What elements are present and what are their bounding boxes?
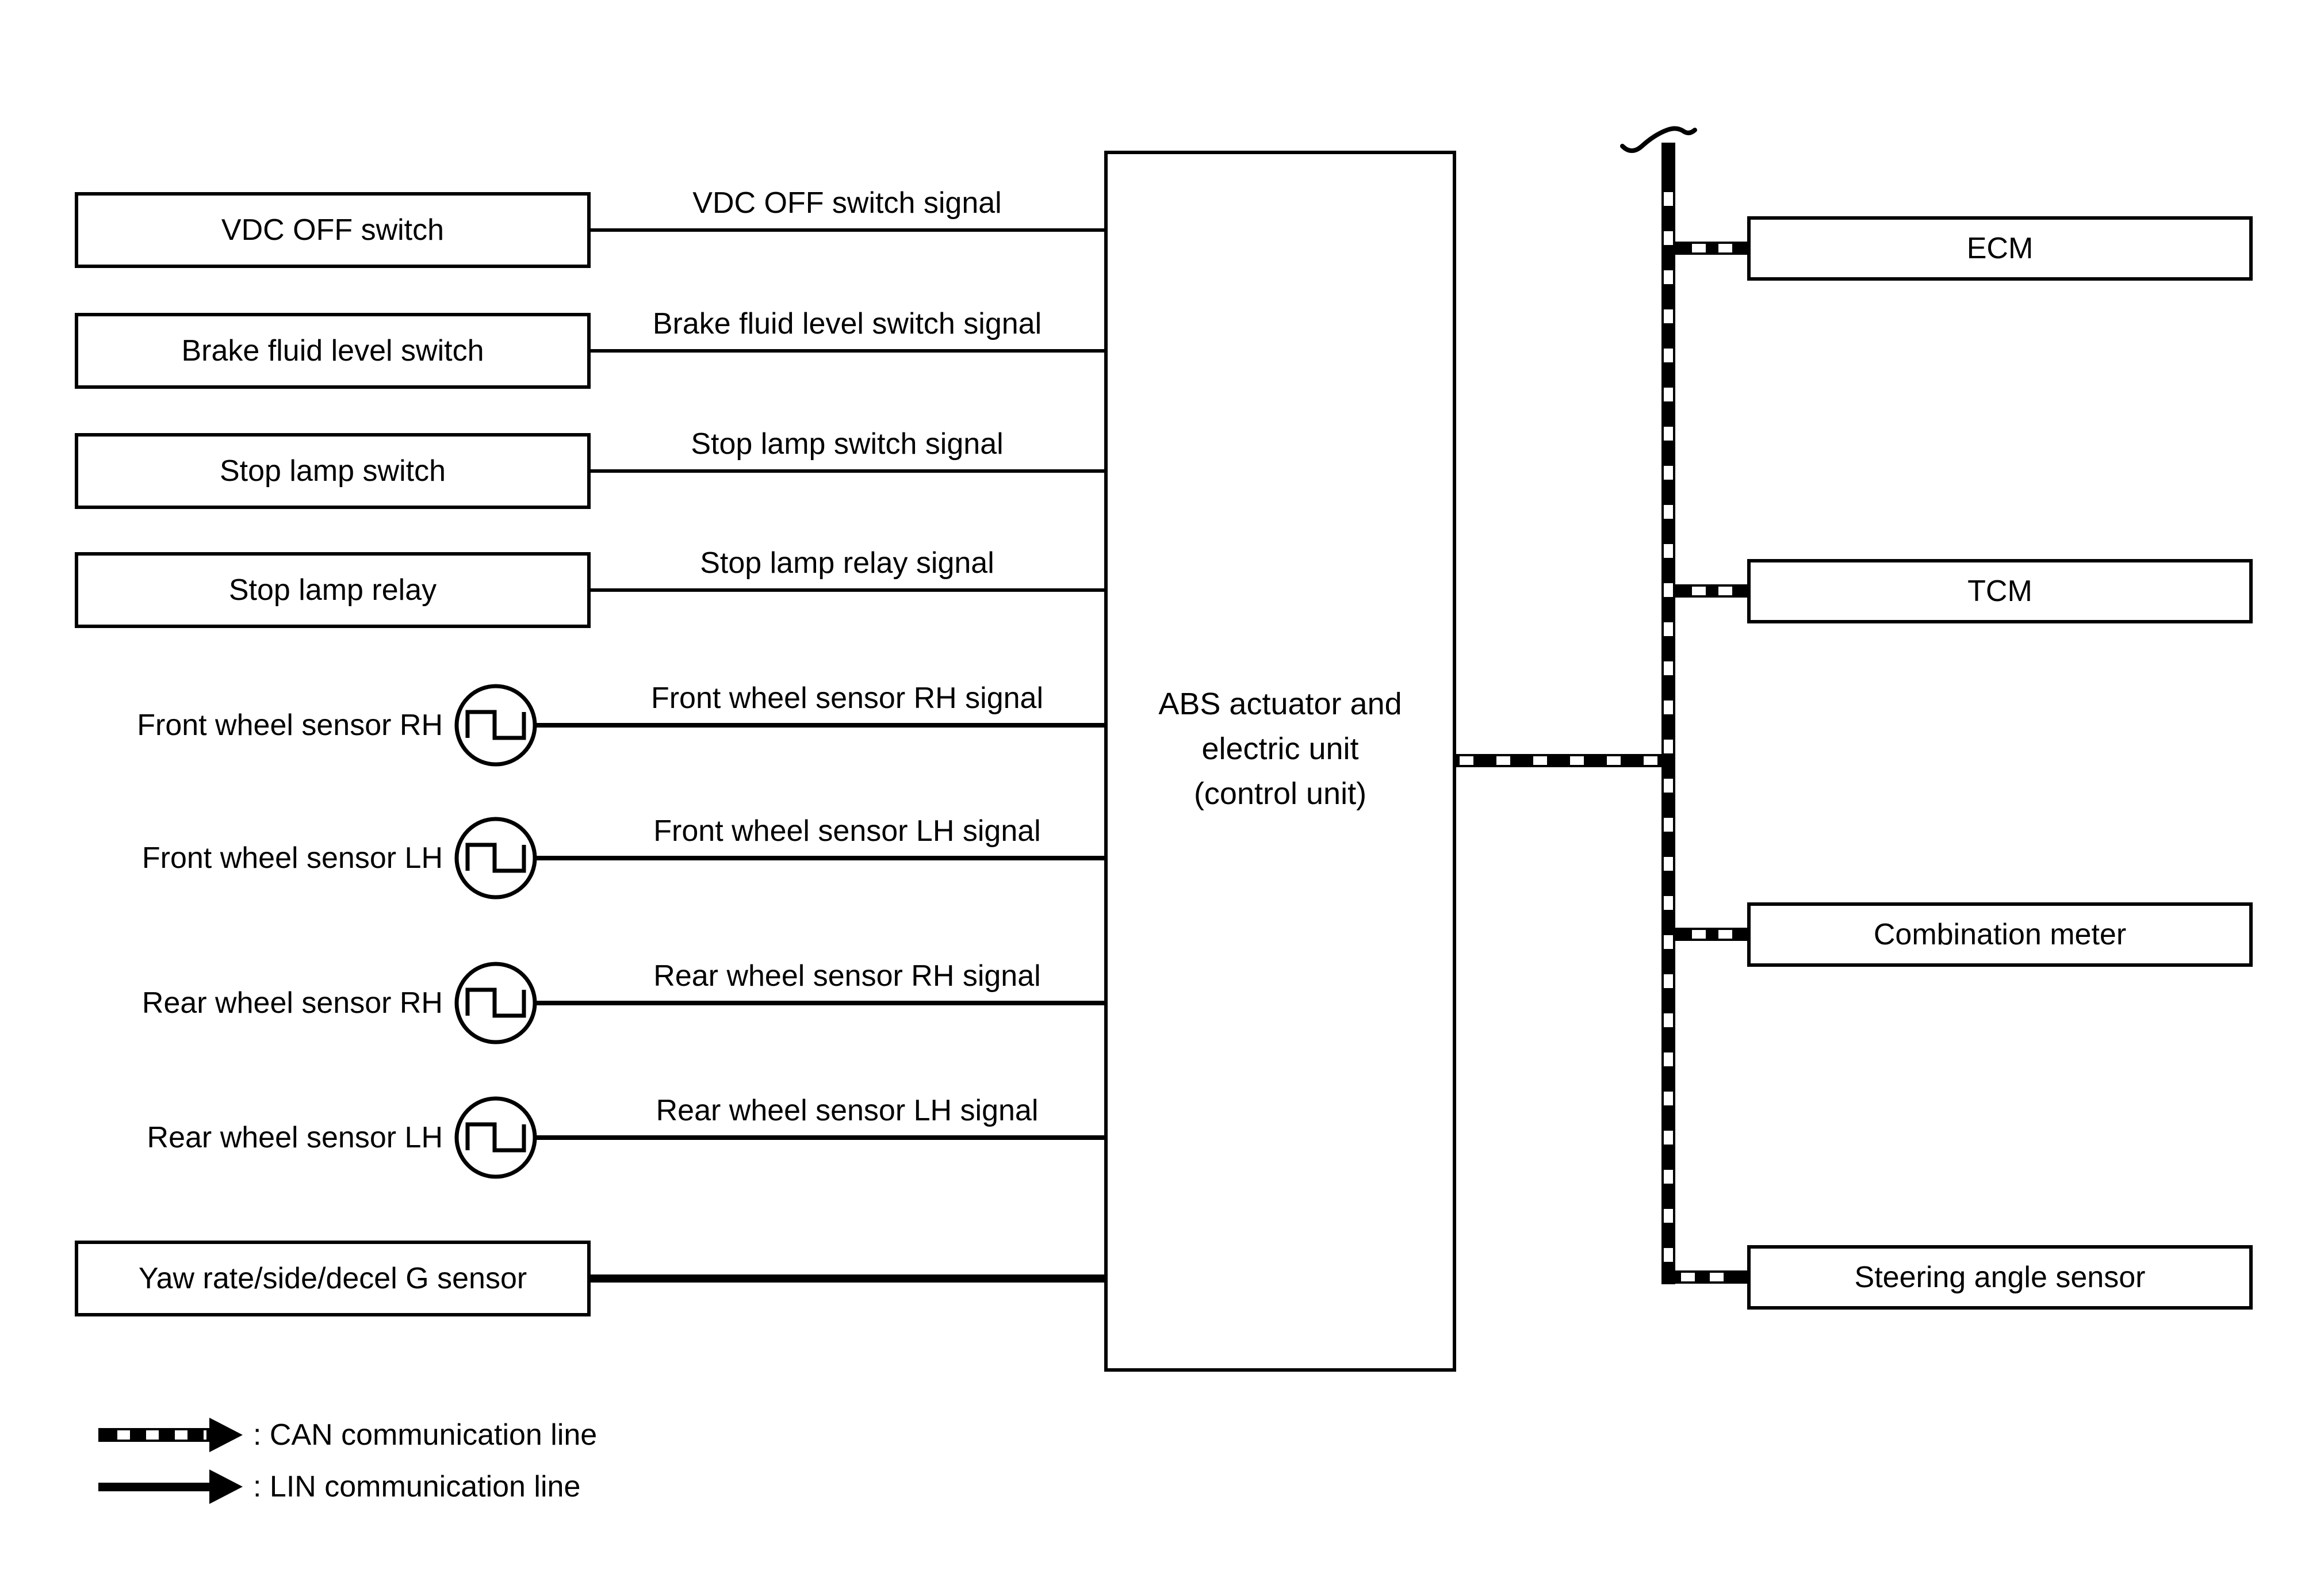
can-stub-tcm bbox=[1675, 584, 1747, 598]
node-yaw-rate-side-decel-g-sensor: Yaw rate/side/decel G sensor bbox=[75, 1241, 591, 1316]
node-label: Stop lamp relay bbox=[228, 573, 437, 607]
node-label: Yaw rate/side/decel G sensor bbox=[138, 1262, 527, 1295]
signal-label: Brake fluid level switch signal bbox=[652, 307, 1042, 340]
lin-communication-wire bbox=[591, 1274, 1108, 1283]
node-tcm: TCM bbox=[1747, 559, 2253, 623]
signal-label: Front wheel sensor LH signal bbox=[653, 814, 1041, 848]
pulse-sensor-icon bbox=[454, 817, 537, 899]
can-stub-steering-angle-sensor bbox=[1661, 1270, 1747, 1284]
node-front-wheel-sensor-rh: Front wheel sensor RH bbox=[137, 709, 443, 742]
vdc-off-switch-signal-wire bbox=[591, 228, 1108, 232]
signal-label: Rear wheel sensor LH signal bbox=[656, 1094, 1039, 1127]
signal-label: VDC OFF switch signal bbox=[692, 186, 1002, 220]
can-bus-trunk-line bbox=[1661, 143, 1675, 1284]
abs-actuator-label: ABS actuator and electric unit (control … bbox=[1108, 682, 1453, 816]
node-label: Stop lamp switch bbox=[219, 454, 446, 488]
node-stop-lamp-switch: Stop lamp switch bbox=[75, 433, 591, 509]
node-label: Brake fluid level switch bbox=[181, 334, 484, 368]
legend-can-arrowhead-icon bbox=[209, 1418, 243, 1452]
can-stub-dashes bbox=[1678, 587, 1744, 595]
can-stub-control-unit bbox=[1456, 754, 1661, 767]
node-label: ECM bbox=[1966, 232, 2034, 265]
legend-lin-arrowhead-icon bbox=[209, 1469, 243, 1504]
signal-label: Rear wheel sensor RH signal bbox=[653, 959, 1041, 993]
rear-wheel-sensor-rh-signal-wire bbox=[535, 1001, 1108, 1005]
node-ecm: ECM bbox=[1747, 216, 2253, 281]
signal-label: Stop lamp relay signal bbox=[700, 546, 994, 580]
can-stub-ecm bbox=[1675, 242, 1747, 255]
can-stub-dashes bbox=[1678, 244, 1744, 252]
pulse-sensor-icon bbox=[454, 962, 537, 1044]
legend-can-label: : CAN communication line bbox=[253, 1418, 598, 1452]
node-front-wheel-sensor-lh: Front wheel sensor LH bbox=[141, 841, 443, 875]
bus-continuation-squiggle-icon bbox=[1620, 126, 1697, 153]
can-stub-combination-meter bbox=[1675, 928, 1747, 941]
brake-fluid-level-switch-signal-wire bbox=[591, 349, 1108, 353]
node-label: Steering angle sensor bbox=[1854, 1261, 2146, 1294]
node-rear-wheel-sensor-rh: Rear wheel sensor RH bbox=[141, 986, 443, 1020]
node-label: TCM bbox=[1967, 575, 2032, 608]
node-combination-meter: Combination meter bbox=[1747, 902, 2253, 967]
front-wheel-sensor-rh-signal-wire bbox=[535, 723, 1108, 728]
legend-can-dashes bbox=[101, 1430, 206, 1440]
front-wheel-sensor-lh-signal-wire bbox=[535, 856, 1108, 860]
node-brake-fluid-level-switch: Brake fluid level switch bbox=[75, 313, 591, 389]
pulse-sensor-icon bbox=[454, 684, 537, 767]
stop-lamp-relay-signal-wire bbox=[591, 588, 1108, 592]
signal-label: Stop lamp switch signal bbox=[691, 427, 1004, 461]
node-abs-actuator-control-unit bbox=[1104, 151, 1456, 1372]
abs-actuator-label-line3: (control unit) bbox=[1193, 776, 1367, 811]
signal-label: Front wheel sensor RH signal bbox=[650, 682, 1044, 715]
can-stub-dashes bbox=[1678, 930, 1744, 939]
legend-lin-line-sample bbox=[98, 1483, 209, 1491]
can-bus-trunk-dashes bbox=[1664, 167, 1673, 1267]
node-label: VDC OFF switch bbox=[221, 213, 445, 247]
can-stub-dashes bbox=[1460, 756, 1659, 765]
legend-lin-label: : LIN communication line bbox=[253, 1470, 581, 1503]
abs-actuator-label-line2: electric unit bbox=[1201, 732, 1359, 766]
rear-wheel-sensor-lh-signal-wire bbox=[535, 1135, 1108, 1140]
stop-lamp-switch-signal-wire bbox=[591, 469, 1108, 473]
abs-actuator-label-line1: ABS actuator and bbox=[1158, 687, 1402, 721]
legend-can-line-sample bbox=[98, 1428, 209, 1442]
pulse-sensor-icon bbox=[454, 1096, 537, 1179]
node-rear-wheel-sensor-lh: Rear wheel sensor LH bbox=[147, 1121, 443, 1154]
can-stub-dashes bbox=[1681, 1273, 1744, 1281]
node-label: Combination meter bbox=[1873, 918, 2127, 951]
node-vdc-off-switch: VDC OFF switch bbox=[75, 192, 591, 268]
node-stop-lamp-relay: Stop lamp relay bbox=[75, 552, 591, 628]
node-steering-angle-sensor: Steering angle sensor bbox=[1747, 1245, 2253, 1310]
